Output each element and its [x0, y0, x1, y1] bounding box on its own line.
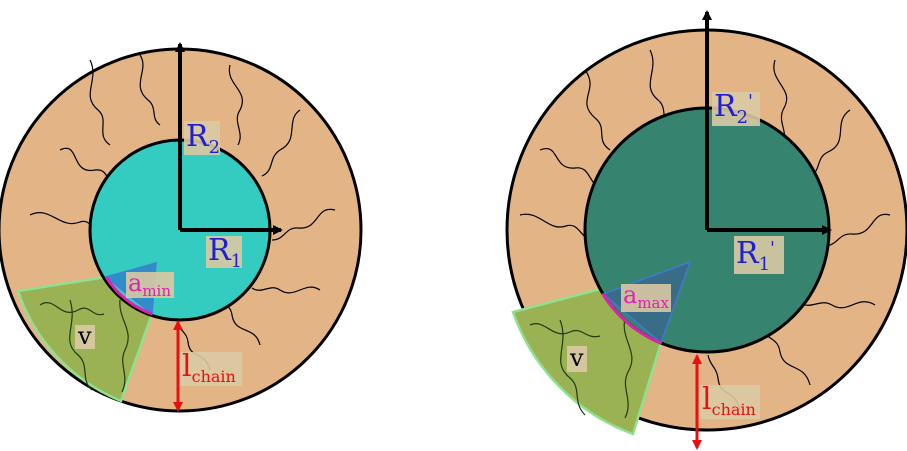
left-volume-label: v: [75, 322, 95, 350]
right-micelle: R2' R1' amax v lchain: [507, 12, 907, 448]
right-angle-label: amax: [621, 281, 671, 312]
left-angle-label: amin: [126, 269, 174, 300]
left-chain-label: lchain: [180, 349, 242, 386]
left-r2-label: R2: [184, 119, 220, 158]
svg-text:v: v: [77, 322, 92, 350]
left-micelle: R2 R1 amin v lchain: [0, 44, 361, 411]
right-r1-label: R1': [734, 236, 784, 275]
left-r1-label: R1: [206, 233, 242, 272]
right-r2-label: R2': [712, 89, 760, 128]
right-chain-label: lchain: [700, 382, 760, 419]
right-volume-label: v: [567, 344, 587, 372]
svg-text:v: v: [569, 344, 584, 372]
svg-text:R2': R2': [714, 89, 753, 128]
svg-text:R1': R1': [736, 236, 775, 275]
